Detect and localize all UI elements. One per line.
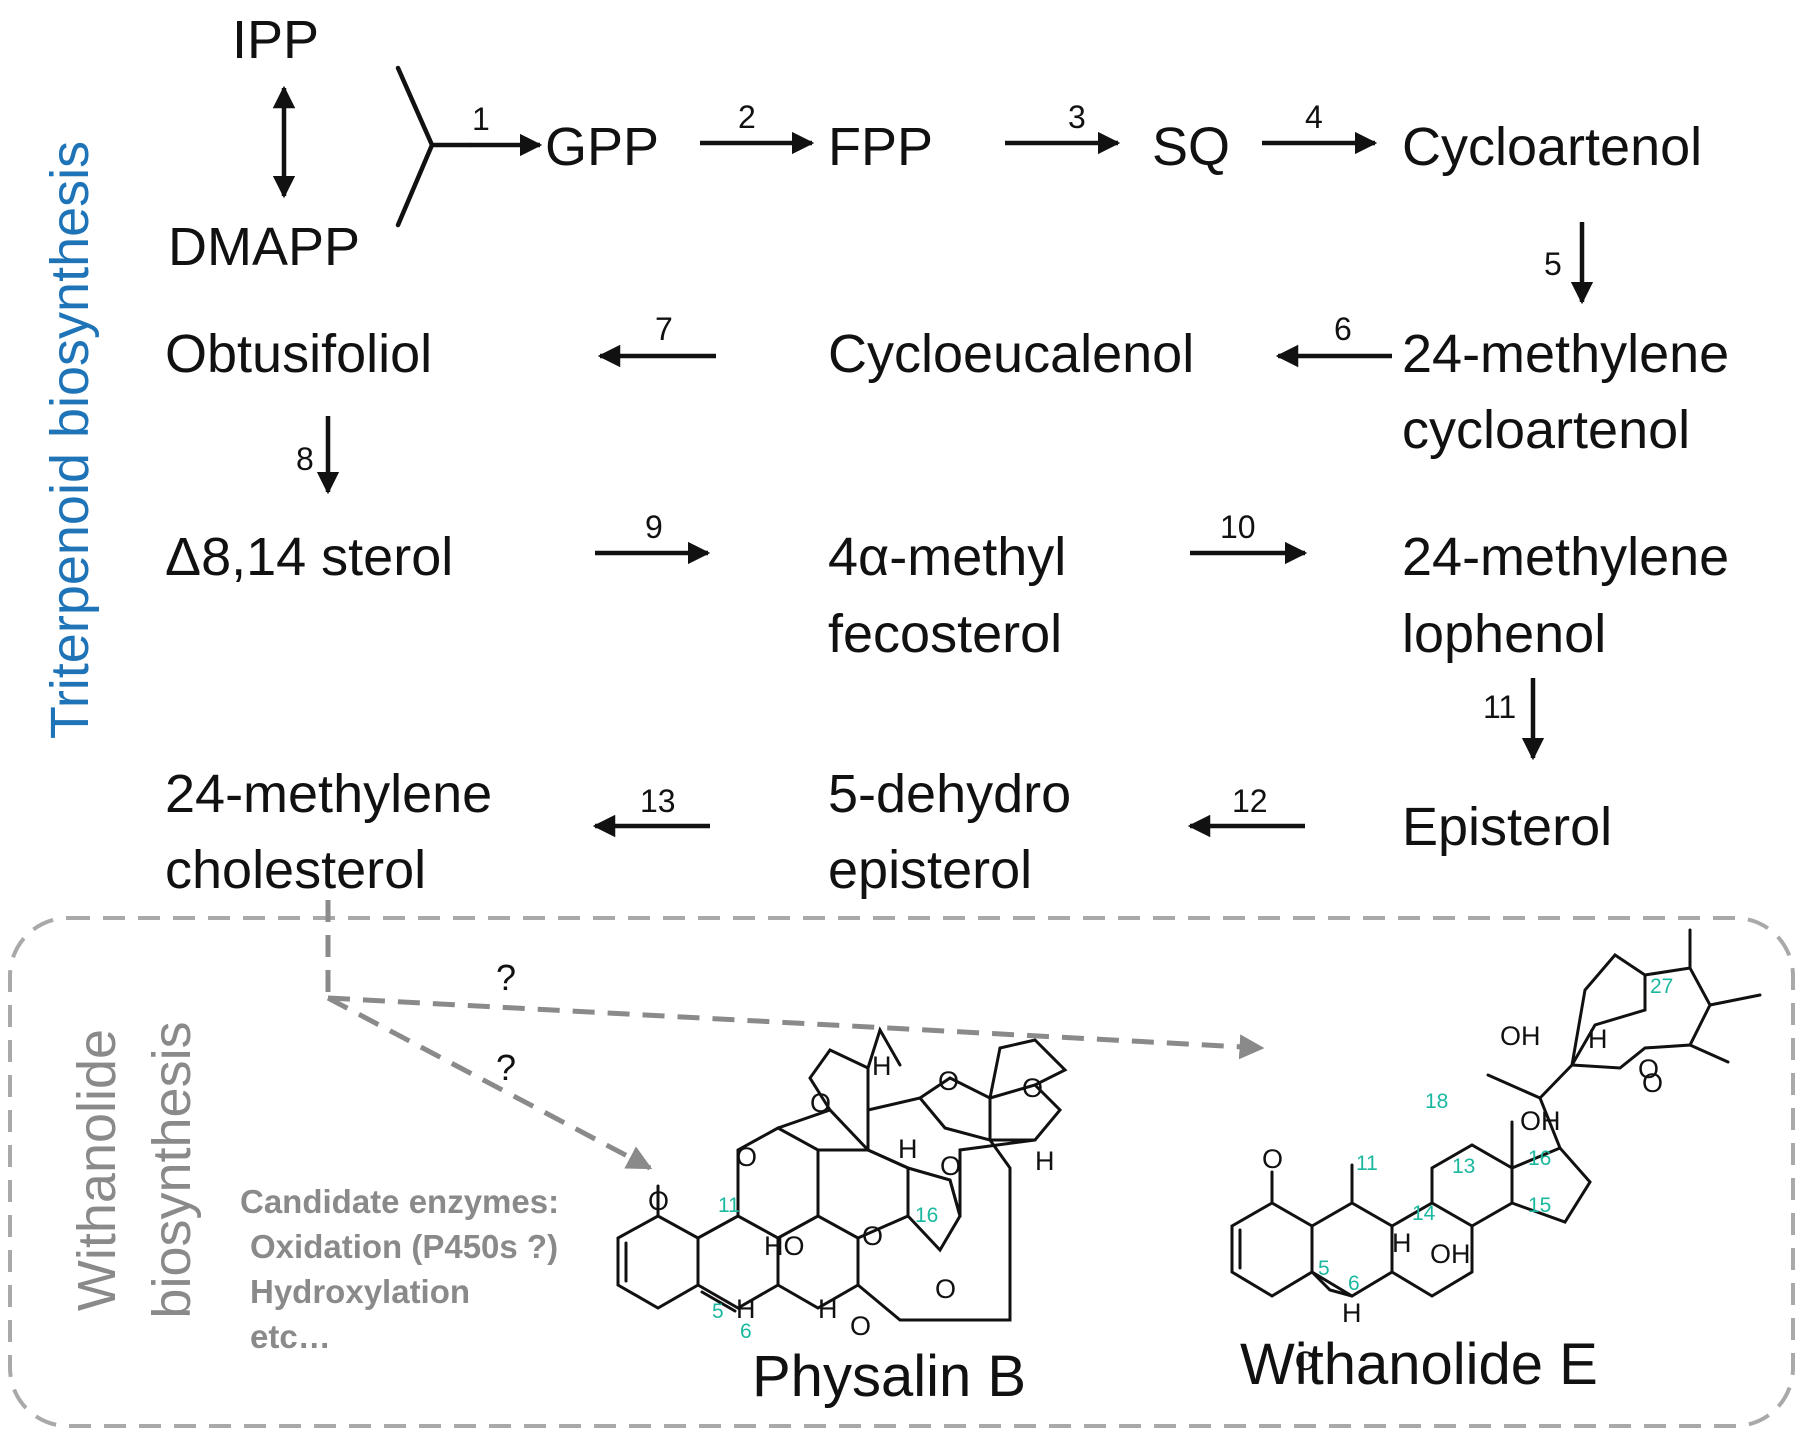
physalin-atom: H — [1035, 1146, 1055, 1176]
physalin-atom: H — [736, 1294, 756, 1324]
condensation-fork — [395, 65, 473, 228]
step-label-2: 2 — [738, 99, 756, 135]
physalin-b-name: Physalin B — [752, 1344, 1026, 1409]
node-fpp: FPP — [828, 117, 933, 177]
physalin-atom: O — [1022, 1073, 1043, 1103]
candidate-enzyme-1: Oxidation (P450s ?) — [250, 1228, 558, 1265]
step-label-10: 10 — [1220, 509, 1256, 545]
candidate-enzyme-3: etc… — [250, 1318, 331, 1355]
withanolide-e-name: Withanolide E — [1240, 1332, 1598, 1397]
step-label-9: 9 — [645, 509, 663, 545]
withanolide-e-atom: H — [1392, 1228, 1412, 1258]
node-24-methylene-cholesterol-line1: 24-methylene — [165, 764, 492, 824]
physalin-b-structure — [616, 1026, 1068, 1322]
withanolide-e-structure — [1230, 928, 1762, 1298]
node-24-methylene-cycloartenol-line1: 24-methylene — [1402, 324, 1729, 384]
node-4a-methyl-fecosterol-line1: 4α-methyl — [828, 527, 1066, 587]
step-label-4: 4 — [1305, 99, 1323, 135]
node-24-methylene-cholesterol-line2: cholesterol — [165, 840, 426, 900]
node-cycloartenol: Cycloartenol — [1402, 117, 1702, 177]
withanolide-title-line1: Withanolide — [67, 1029, 127, 1311]
node-4a-methyl-fecosterol-line2: fecosterol — [828, 604, 1062, 664]
withanolide-e-carbon-number: 11 — [1356, 1152, 1378, 1175]
node-5-dehydroepisterol-line2: episterol — [828, 840, 1032, 900]
physalin-atom: O — [850, 1311, 871, 1341]
node-dmapp: DMAPP — [168, 217, 360, 277]
withanolide-e-carbon-number: 14 — [1412, 1202, 1436, 1225]
node-24-methylene-lophenol-line1: 24-methylene — [1402, 527, 1729, 587]
node-24-methylene-cycloartenol-line2: cycloartenol — [1402, 400, 1690, 460]
withanolide-e-carbon-number: 18 — [1425, 1090, 1448, 1113]
withanolide-e-carbon-number: 6 — [1348, 1272, 1360, 1295]
triterpenoid-title: Triterpenoid biosynthesis — [40, 141, 100, 739]
withanolide-e-atom: OH — [1500, 1021, 1541, 1051]
step-label-6: 6 — [1334, 311, 1352, 347]
step-label-13: 13 — [640, 783, 676, 819]
unknown-step-1: ? — [496, 957, 516, 998]
node-24-methylene-lophenol-line2: lophenol — [1402, 604, 1606, 664]
withanolide-e-carbon-number: 13 — [1452, 1155, 1475, 1178]
step-label-1: 1 — [472, 101, 490, 137]
unknown-step-2: ? — [496, 1047, 516, 1088]
physalin-atom: O — [862, 1221, 883, 1251]
step-label-3: 3 — [1068, 99, 1086, 135]
step-label-8: 8 — [296, 441, 314, 477]
withanolide-e-carbon-number: 5 — [1318, 1257, 1330, 1280]
step-label-5: 5 — [1544, 246, 1562, 282]
node-cycloeucalenol: Cycloeucalenol — [828, 324, 1194, 384]
physalin-carbon-number: 6 — [740, 1320, 752, 1343]
node-5-dehydroepisterol-line1: 5-dehydro — [828, 764, 1071, 824]
physalin-atom: H — [872, 1051, 892, 1081]
node-obtusifoliol: Obtusifoliol — [165, 324, 432, 384]
physalin-atom: O — [648, 1186, 669, 1216]
withanolide-e-carbon-number: 16 — [1528, 1147, 1551, 1170]
physalin-carbon-number: 16 — [915, 1204, 938, 1227]
node-episterol: Episterol — [1402, 797, 1612, 857]
physalin-atom: O — [938, 1066, 959, 1096]
physalin-carbon-number: 5 — [712, 1300, 724, 1323]
node-d814-sterol: Δ8,14 sterol — [165, 527, 453, 587]
node-sq: SQ — [1152, 117, 1230, 177]
physalin-atom: H — [818, 1294, 838, 1324]
dashed-arrow-to-physalin-b — [326, 995, 653, 1171]
withanolide-title-line2: biosynthesis — [142, 1021, 202, 1318]
withanolide-e-atom: H — [1342, 1298, 1362, 1328]
physalin-atom: O — [810, 1088, 831, 1118]
physalin-carbon-number: 11 — [718, 1194, 740, 1217]
candidate-enzymes-heading: Candidate enzymes: — [240, 1183, 559, 1220]
withanolide-e-atom: O — [1642, 1068, 1663, 1098]
step-label-7: 7 — [655, 311, 673, 347]
physalin-atom: O — [736, 1142, 757, 1172]
step-label-12: 12 — [1232, 783, 1268, 819]
dashed-arrow-to-withanolide-e — [327, 995, 1265, 1060]
withanolide-e-atom: H — [1588, 1024, 1608, 1054]
node-ipp: IPP — [232, 10, 319, 70]
withanolide-e-carbon-number: 27 — [1650, 975, 1673, 998]
physalin-atom: H — [898, 1134, 918, 1164]
withanolide-e-atom: OH — [1430, 1239, 1471, 1269]
withanolide-e-atom: O — [1638, 1054, 1659, 1084]
withanolide-e-carbon-number: 15 — [1528, 1194, 1551, 1217]
candidate-enzyme-2: Hydroxylation — [250, 1273, 470, 1310]
physalin-atom: O — [940, 1151, 961, 1181]
physalin-atom: O — [935, 1274, 956, 1304]
physalin-atom: HO — [764, 1231, 805, 1261]
node-gpp: GPP — [545, 117, 659, 177]
step-label-11: 11 — [1483, 689, 1516, 725]
withanolide-e-atom: O — [1262, 1144, 1283, 1174]
withanolide-e-atom: OH — [1520, 1106, 1561, 1136]
withanolide-e-atom: O — [1295, 1346, 1316, 1376]
